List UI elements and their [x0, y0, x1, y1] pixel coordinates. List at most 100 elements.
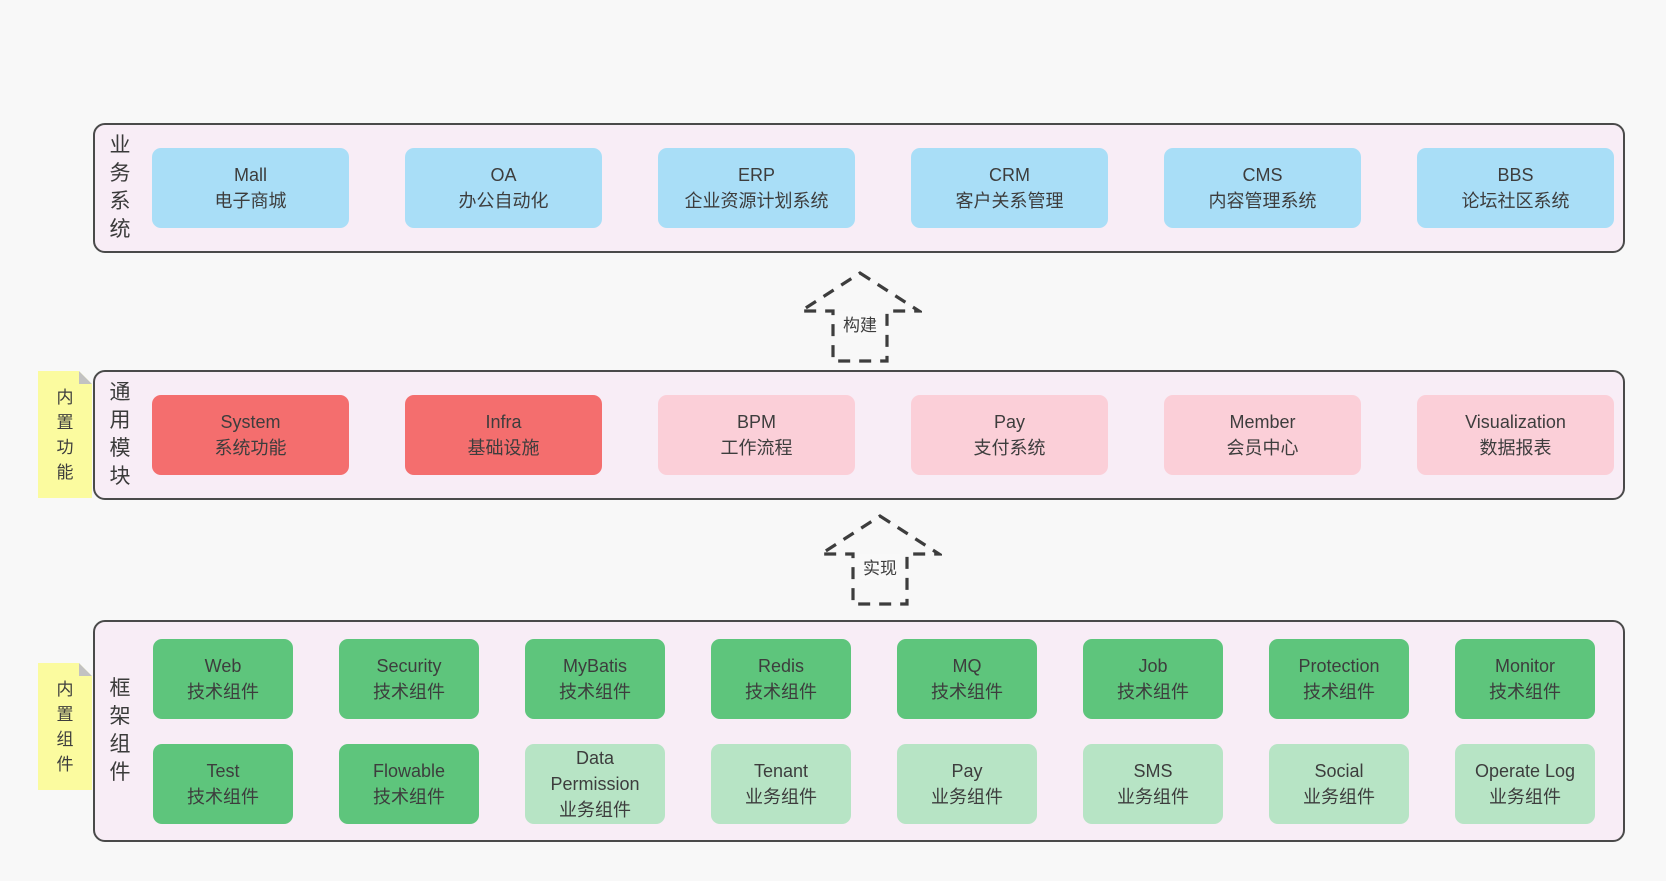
arrow-implement: 实现	[818, 513, 942, 607]
box-title: Social	[1314, 760, 1364, 781]
box-mq: MQ 技术组件	[897, 638, 1037, 719]
box-protection: Protection 技术组件	[1269, 638, 1409, 719]
layer-common-modules: 通用模块 System 系统功能 Infra 基础设施 BPM 工作流程 Pay…	[93, 370, 1625, 500]
box-subtitle: 业务组件	[1489, 786, 1561, 807]
box-subtitle: 业务组件	[1303, 786, 1375, 807]
box-title: Monitor	[1494, 655, 1556, 676]
box-subtitle: 技术组件	[931, 681, 1003, 702]
box-title: SMS	[1133, 760, 1173, 781]
box-title: MQ	[952, 655, 982, 676]
box-system: System 系统功能	[152, 395, 349, 475]
box-title: Pay	[993, 412, 1026, 432]
arrow-build: 构建	[798, 270, 922, 364]
box-bpm: BPM 工作流程	[658, 395, 855, 475]
box-subtitle: 论坛社区系统	[1461, 191, 1570, 211]
layer-business-systems: 业务系统 Mall 电子商城 OA 办公自动化 ERP 企业资源计划系统 CRM…	[93, 123, 1625, 253]
box-title: Security	[376, 655, 442, 676]
box-title: ERP	[737, 165, 775, 185]
box-title: Operate Log	[1474, 760, 1576, 781]
box-subtitle: 会员中心	[1226, 438, 1299, 458]
box-title: Flowable	[372, 760, 446, 781]
box-sms: SMS 业务组件	[1083, 743, 1223, 824]
modules-box-row: System 系统功能 Infra 基础设施 BPM 工作流程 Pay 支付系统…	[152, 395, 1614, 475]
box-subtitle: 业务组件	[745, 786, 817, 807]
box-cms: CMS 内容管理系统	[1164, 148, 1361, 228]
box-subtitle: 电子商城	[214, 191, 287, 211]
sticky-note-builtin-features: 内置功能	[38, 371, 92, 498]
box-title: CRM	[989, 165, 1030, 185]
box-monitor: Monitor 技术组件	[1455, 638, 1595, 719]
note-fold-icon	[79, 663, 92, 676]
box-subtitle: 内容管理系统	[1208, 191, 1317, 211]
layer-label-modules: 通用模块	[109, 381, 131, 488]
box-subtitle: 支付系统	[973, 438, 1046, 458]
box-title: Data Permission	[550, 747, 640, 794]
note-label: 内置组件	[56, 679, 74, 774]
arrow-implement-label: 实现	[860, 554, 900, 579]
box-subtitle: 业务组件	[931, 786, 1003, 807]
box-erp: ERP 企业资源计划系统	[658, 148, 855, 228]
box-pay-module: Pay 支付系统	[911, 395, 1108, 475]
box-crm: CRM 客户关系管理	[911, 148, 1108, 228]
box-test: Test 技术组件	[153, 743, 293, 824]
box-redis: Redis 技术组件	[711, 638, 851, 719]
box-pay-component: Pay 业务组件	[897, 743, 1037, 824]
business-box-row: Mall 电子商城 OA 办公自动化 ERP 企业资源计划系统 CRM 客户关系…	[152, 148, 1614, 228]
box-subtitle: 技术组件	[745, 681, 817, 702]
components-row-2: Test 技术组件 Flowable 技术组件 Data Permission …	[153, 743, 1623, 824]
box-job: Job 技术组件	[1083, 638, 1223, 719]
note-fold-icon	[79, 371, 92, 384]
layer-framework-components: 框架组件 Web 技术组件 Security 技术组件 MyBatis 技术组件…	[93, 620, 1625, 842]
box-tenant: Tenant 业务组件	[711, 743, 851, 824]
note-label: 内置功能	[56, 387, 74, 482]
box-mybatis: MyBatis 技术组件	[525, 638, 665, 719]
box-title: Tenant	[753, 760, 809, 781]
box-data-permission: Data Permission 业务组件	[525, 743, 665, 824]
box-subtitle: 基础设施	[467, 438, 540, 458]
box-subtitle: 技术组件	[187, 786, 259, 807]
layer-label-components: 框架组件	[109, 677, 131, 784]
box-security: Security 技术组件	[339, 638, 479, 719]
box-infra: Infra 基础设施	[405, 395, 602, 475]
box-title: BPM	[736, 412, 776, 432]
box-title: MyBatis	[562, 655, 627, 676]
box-subtitle: 数据报表	[1479, 438, 1552, 458]
box-subtitle: 技术组件	[1489, 681, 1561, 702]
box-oa: OA 办公自动化	[405, 148, 602, 228]
box-title: OA	[490, 165, 517, 185]
box-title: Protection	[1298, 655, 1380, 676]
box-title: Mall	[233, 165, 267, 185]
box-web: Web 技术组件	[153, 638, 293, 719]
box-subtitle: 技术组件	[559, 681, 631, 702]
box-member: Member 会员中心	[1164, 395, 1361, 475]
box-title: Member	[1229, 412, 1296, 432]
box-subtitle: 技术组件	[1303, 681, 1375, 702]
box-title: Web	[204, 655, 242, 676]
box-title: BBS	[1497, 165, 1534, 185]
box-title: CMS	[1242, 165, 1283, 185]
arrow-build-label: 构建	[840, 311, 880, 336]
box-subtitle: 技术组件	[187, 681, 259, 702]
box-visualization: Visualization 数据报表	[1417, 395, 1614, 475]
box-subtitle: 技术组件	[373, 786, 445, 807]
box-title: Redis	[757, 655, 805, 676]
box-mall: Mall 电子商城	[152, 148, 349, 228]
box-subtitle: 技术组件	[1117, 681, 1189, 702]
components-row-1: Web 技术组件 Security 技术组件 MyBatis 技术组件 Redi…	[153, 638, 1623, 719]
box-subtitle: 技术组件	[373, 681, 445, 702]
box-title: Test	[206, 760, 240, 781]
components-rows: Web 技术组件 Security 技术组件 MyBatis 技术组件 Redi…	[153, 638, 1623, 824]
sticky-note-builtin-components: 内置组件	[38, 663, 92, 790]
box-title: Infra	[485, 412, 522, 432]
box-title: System	[220, 412, 281, 432]
box-social: Social 业务组件	[1269, 743, 1409, 824]
box-subtitle: 企业资源计划系统	[684, 191, 829, 211]
box-bbs: BBS 论坛社区系统	[1417, 148, 1614, 228]
box-subtitle: 系统功能	[214, 438, 287, 458]
box-subtitle: 工作流程	[720, 438, 793, 458]
box-title: Pay	[951, 760, 983, 781]
box-flowable: Flowable 技术组件	[339, 743, 479, 824]
layer-label-business: 业务系统	[109, 134, 131, 241]
box-subtitle: 客户关系管理	[955, 191, 1064, 211]
